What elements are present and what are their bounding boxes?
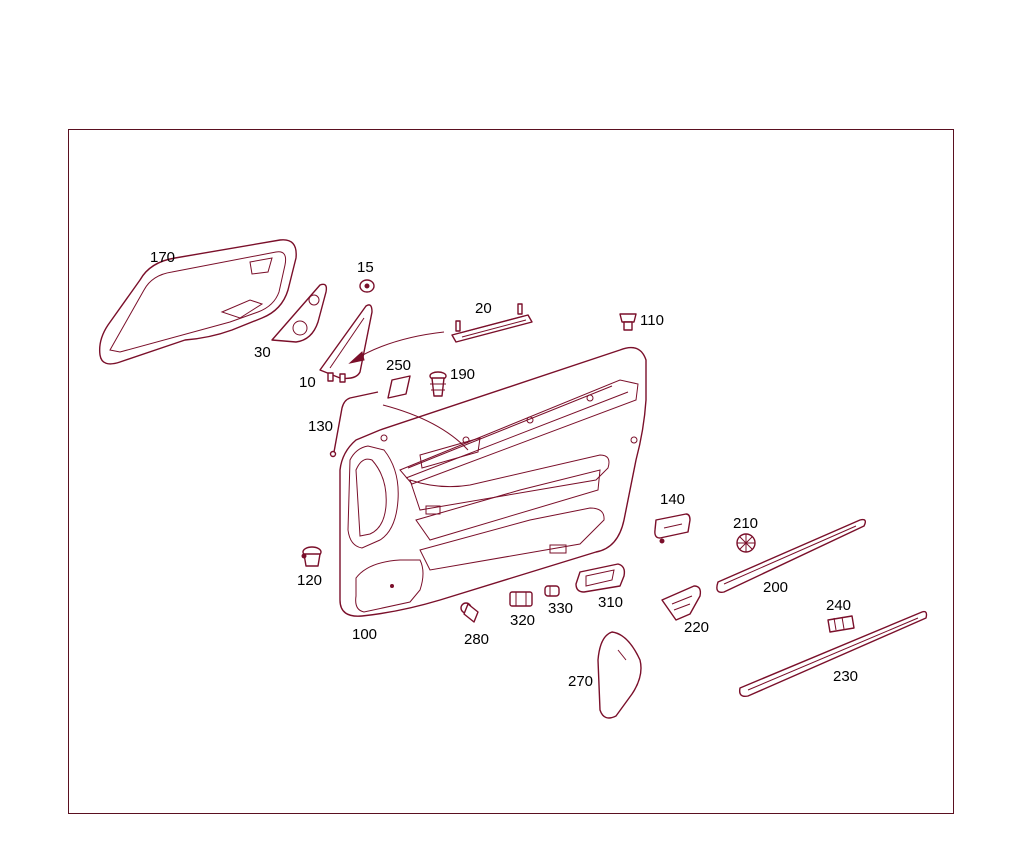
part-30-tweeter-cover[interactable]: [271, 283, 328, 343]
label-10: 10: [299, 374, 316, 391]
label-240: 240: [826, 597, 851, 614]
label-220: 220: [684, 619, 709, 636]
label-110: 110: [640, 312, 664, 329]
part-100-door-panel[interactable]: [339, 346, 647, 617]
label-140: 140: [660, 491, 685, 508]
part-270-insulation-pad[interactable]: [597, 631, 642, 719]
part-170-seal[interactable]: [98, 239, 297, 365]
part-240-switch[interactable]: [827, 615, 855, 633]
label-15: 15: [357, 259, 374, 276]
part-15-clip[interactable]: [359, 279, 375, 293]
part-140-airbag-badge[interactable]: [654, 513, 691, 544]
part-210-speaker-grille[interactable]: [736, 533, 756, 553]
label-200: 200: [763, 579, 788, 596]
diagram-frame: [68, 129, 954, 814]
label-280: 280: [464, 631, 489, 648]
label-20: 20: [475, 300, 492, 317]
part-120-push-pin[interactable]: [301, 546, 322, 567]
part-310-handle-bezel[interactable]: [575, 563, 626, 593]
part-200-trim-strip[interactable]: [716, 518, 867, 593]
part-20-speaker-badge[interactable]: [451, 303, 533, 343]
label-130: 130: [308, 418, 333, 435]
label-310: 310: [598, 594, 623, 611]
part-190-rivet[interactable]: [429, 371, 447, 397]
part-250-clip[interactable]: [387, 375, 411, 399]
part-330-lamp[interactable]: [544, 585, 560, 597]
label-120: 120: [297, 572, 322, 589]
part-220-switch-panel[interactable]: [661, 585, 702, 621]
leader-arrowhead-20: [348, 351, 365, 364]
label-270: 270: [568, 673, 593, 690]
leader-line-250: [382, 404, 469, 451]
label-320: 320: [510, 612, 535, 629]
part-230-lower-trim[interactable]: [738, 610, 928, 698]
label-250: 250: [386, 357, 411, 374]
part-130-rod[interactable]: [329, 391, 379, 458]
label-170: 170: [150, 249, 175, 266]
label-30: 30: [254, 344, 271, 361]
part-110-screw[interactable]: [619, 313, 637, 331]
part-320-switch[interactable]: [509, 591, 533, 607]
part-10-triangle-cover[interactable]: [319, 304, 373, 383]
part-280-screw[interactable]: [460, 602, 479, 623]
label-100: 100: [352, 626, 377, 643]
label-190: 190: [450, 366, 475, 383]
label-230: 230: [833, 668, 858, 685]
label-330: 330: [548, 600, 573, 617]
label-210: 210: [733, 515, 758, 532]
